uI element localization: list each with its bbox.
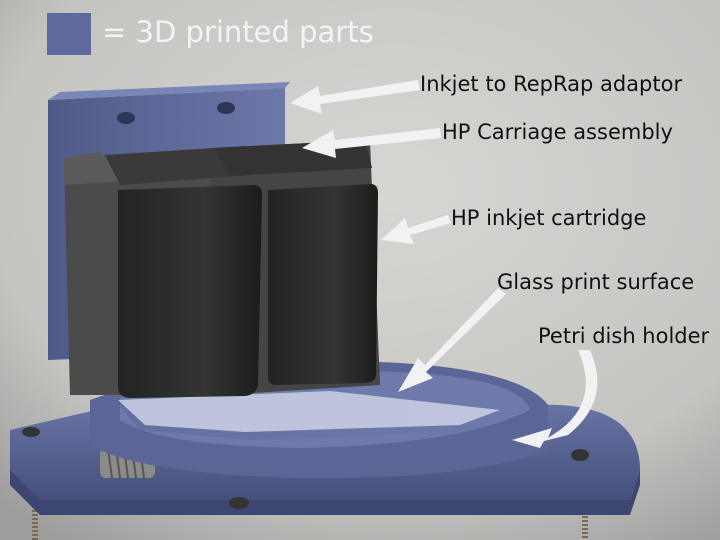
label-adaptor: Inkjet to RepRap adaptor (420, 72, 683, 96)
label-carriage: HP Carriage assembly (442, 120, 673, 144)
inkjet-cartridges (105, 140, 378, 398)
mount-slot (117, 112, 135, 124)
pointer-arrows (290, 80, 598, 448)
screw-icon (229, 497, 249, 509)
arrow-petri (512, 350, 598, 448)
screw-icon (22, 427, 40, 437)
arrow-adaptor (290, 80, 420, 114)
arrow-carriage (302, 128, 441, 158)
screw-icon (571, 449, 589, 461)
legend-text: = 3D printed parts (102, 15, 374, 49)
label-cartridge: HP inkjet cartridge (451, 206, 647, 230)
glass-print-surface (115, 391, 505, 440)
mount-slot (217, 102, 235, 114)
threaded-rods (32, 470, 588, 540)
arrow-glass (398, 288, 506, 392)
label-petri: Petri dish holder (538, 324, 710, 348)
label-glass: Glass print surface (497, 270, 695, 294)
arrow-cartridge (381, 215, 451, 244)
legend-swatch (47, 13, 91, 55)
